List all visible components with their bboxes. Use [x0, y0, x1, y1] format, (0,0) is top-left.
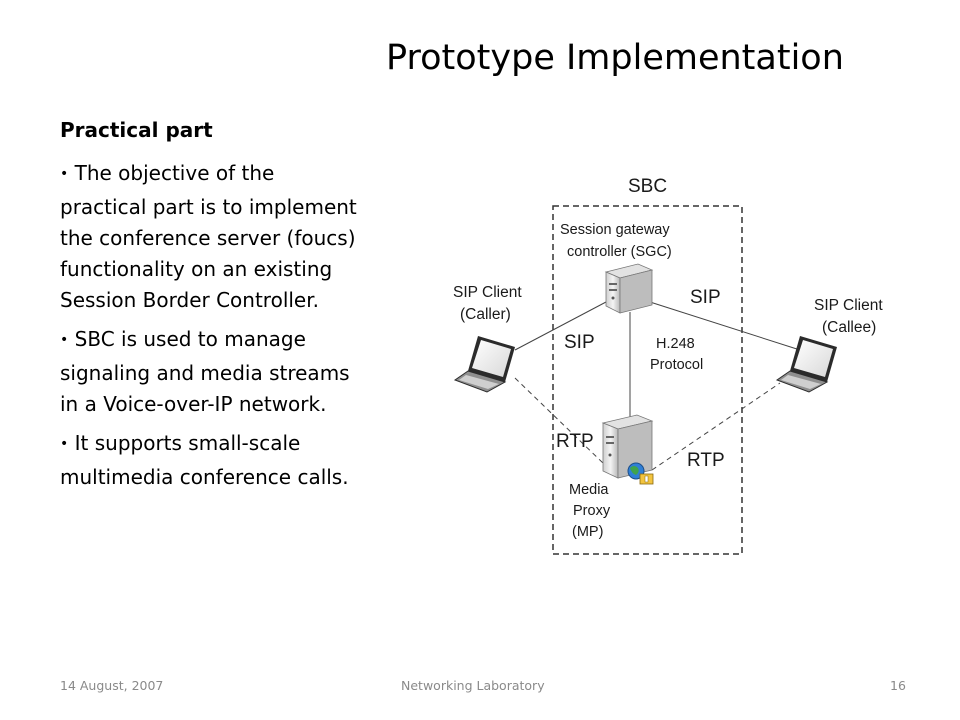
folder-icon [639, 473, 654, 485]
slide-title: Prototype Implementation [386, 38, 844, 78]
caller-laptop-icon [453, 336, 515, 393]
sip-right-label: SIP [690, 287, 721, 308]
rtp-right-label: RTP [687, 450, 725, 471]
sip-left-label: SIP [564, 332, 595, 353]
callee-laptop-icon [775, 336, 837, 393]
bullet-text: SBC is used to manage signaling and medi… [60, 327, 350, 416]
bullet-text: It supports small-scale multimedia confe… [60, 431, 349, 489]
footer-page-number: 16 [890, 678, 906, 693]
sgc-server-icon [604, 263, 654, 314]
sgc-label-line1: Session gateway [560, 222, 670, 238]
media-proxy-label-line2: Proxy [573, 503, 611, 519]
sbc-label: SBC [628, 176, 667, 197]
callee-label-line1: SIP Client [814, 297, 883, 314]
h248-label-line2: Protocol [650, 357, 703, 373]
caller-label-line2: (Caller) [460, 306, 511, 323]
caller-label-line1: SIP Client [453, 284, 522, 301]
bullet-item: • SBC is used to manage signaling and me… [60, 324, 360, 420]
sgc-label-line2: controller (SGC) [567, 244, 672, 260]
rtp-line-caller [514, 377, 606, 466]
media-proxy-server-icon [601, 414, 654, 479]
bullet-item: • It supports small-scale multimedia con… [60, 428, 360, 493]
bullet-dot-icon: • [60, 332, 69, 348]
media-proxy-label-line3: (MP) [572, 524, 603, 540]
callee-label-line2: (Callee) [822, 319, 876, 336]
media-proxy-label-line1: Media [569, 482, 609, 498]
bullet-text: The objective of the practical part is t… [60, 161, 357, 312]
section-subheading: Practical part [60, 118, 213, 142]
footer-date: 14 August, 2007 [60, 678, 164, 693]
bullet-dot-icon: • [60, 436, 69, 452]
h248-label-line1: H.248 [656, 336, 695, 352]
sip-line-caller [514, 301, 607, 351]
bullet-list: • The objective of the practical part is… [60, 158, 360, 501]
sbc-boundary [552, 205, 743, 555]
bullet-dot-icon: • [60, 166, 69, 182]
rtp-line-callee [651, 382, 781, 471]
sip-line-callee [649, 301, 801, 351]
bullet-item: • The objective of the practical part is… [60, 158, 360, 316]
footer-lab-name: Networking Laboratory [401, 678, 545, 693]
rtp-left-label: RTP [556, 431, 594, 452]
